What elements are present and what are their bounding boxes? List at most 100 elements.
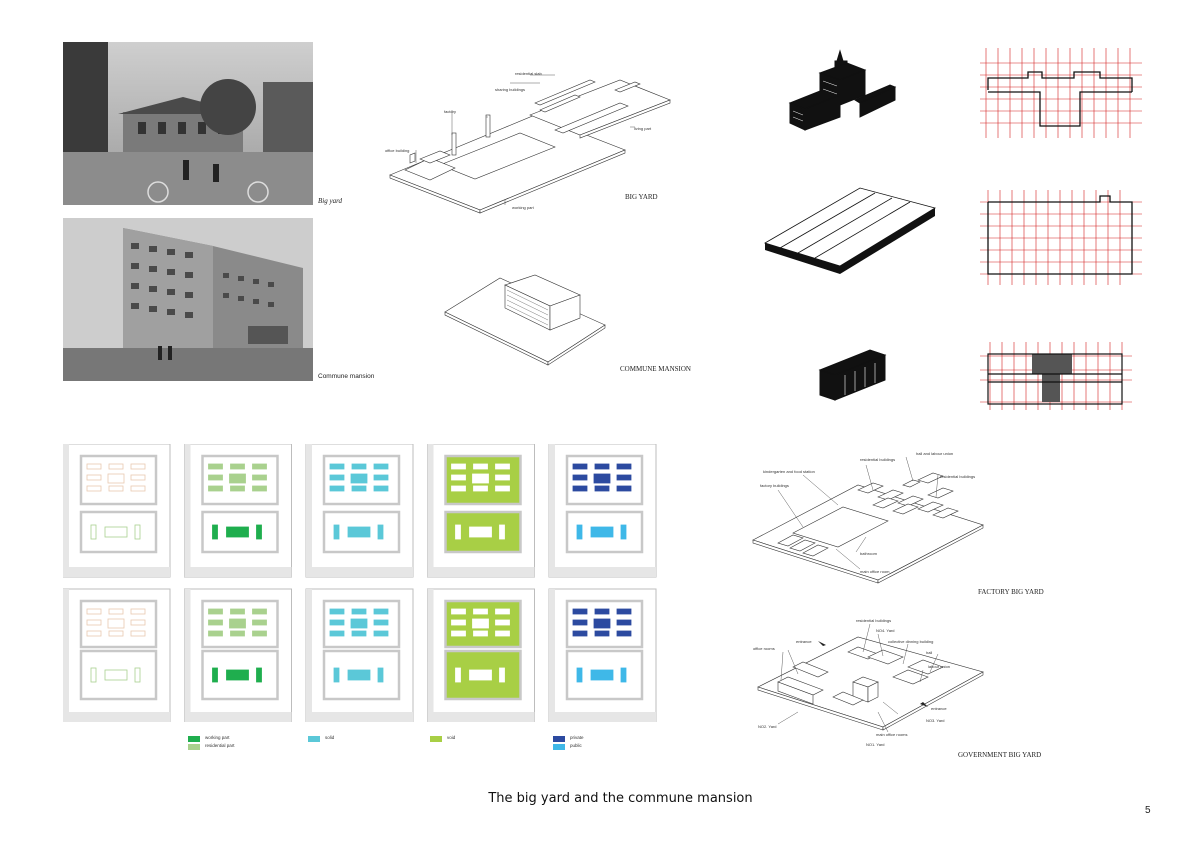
plan-block [208, 463, 223, 470]
plan-block [212, 667, 218, 683]
plan-block [616, 474, 632, 481]
plan-upper-yard [565, 454, 644, 506]
plan-block [86, 474, 102, 481]
plan-block [351, 630, 367, 637]
big-yard-axonometric: residential slab sharing buildings facto… [385, 71, 671, 214]
commune-mansion-title: COMMUNE MANSION [620, 365, 691, 373]
plan-block [593, 473, 611, 484]
plan-block [230, 608, 245, 615]
plan-road-horizontal [184, 712, 292, 722]
plan-block [107, 473, 125, 484]
legend-swatch-void [430, 736, 442, 742]
plan-road-vertical [63, 589, 69, 722]
plan-block [499, 667, 505, 683]
plan-lower-yard [201, 510, 279, 554]
label-office-building: office building [385, 148, 409, 153]
plan-block [594, 608, 610, 615]
plan-road-horizontal [427, 712, 535, 722]
legend-swatch-residential [188, 744, 200, 750]
plan-road-vertical [306, 589, 312, 722]
plan-road-vertical [427, 589, 434, 722]
plan-block [472, 618, 489, 629]
plan-block [130, 485, 146, 492]
plan-block [86, 463, 102, 470]
plan-block [616, 463, 632, 470]
plan-lower-yard [322, 649, 401, 701]
plan-block [616, 608, 632, 615]
plan-central-block [226, 669, 249, 681]
gov-label-no2-yard: NO2. Yard [758, 724, 777, 729]
plan-block [256, 667, 262, 683]
plan-block [373, 463, 389, 470]
plan-block [451, 608, 466, 615]
factory-label-main-office: main office room [860, 569, 890, 574]
plan-block [495, 630, 510, 637]
legend-swatch-private [553, 736, 565, 742]
plan-block [108, 608, 124, 615]
plan-block [451, 630, 466, 637]
plan-road-vertical [549, 589, 555, 722]
plan-block [593, 618, 611, 629]
plan-block [373, 608, 389, 615]
plan-block [229, 618, 246, 629]
plan-block [329, 619, 345, 626]
gov-label-main-office: main office rooms [876, 732, 908, 737]
plan-block [616, 485, 632, 492]
plan-block [86, 619, 102, 626]
plan-block [107, 618, 125, 629]
plan-block [451, 619, 466, 626]
plan-block [208, 619, 223, 626]
plan-block [252, 485, 267, 492]
plan-lower-yard [79, 649, 158, 701]
plan-road-vertical [63, 444, 69, 577]
plan-central-block [104, 526, 128, 538]
plan-block [134, 667, 141, 683]
factory-label-bathroom: bathroom [860, 551, 878, 556]
plan-road-horizontal [184, 567, 292, 577]
factory-big-yard-title: FACTORY BIG YARD [978, 588, 1044, 596]
plan-central-block [469, 669, 492, 681]
legend-swatch-solid [308, 736, 320, 742]
plan-block [350, 618, 368, 629]
plan-block [495, 485, 510, 492]
plan-block [229, 473, 246, 484]
plan-block [594, 630, 610, 637]
plan-block [594, 485, 610, 492]
gov-label-no3-yard: NO3. Yard [926, 718, 945, 723]
gov-label-labour-union: labour union [928, 664, 950, 669]
plan-upper-yard [322, 454, 401, 506]
plan-lower-yard [201, 649, 279, 701]
plan-road-vertical [427, 444, 434, 577]
plan-block [108, 463, 124, 470]
gov-label-no1-yard: NO1. Yard [866, 742, 885, 747]
plan-block [473, 485, 488, 492]
plan-block [108, 630, 124, 637]
plan-road-vertical [184, 589, 191, 722]
plan-upper-yard [201, 599, 279, 649]
plan-block [230, 463, 245, 470]
plan-block [351, 463, 367, 470]
government-big-yard-axonometric: residential buildings NO4. Yard entrance… [753, 618, 984, 747]
plan-road-horizontal [427, 567, 535, 577]
plan-lower-yard [79, 510, 158, 554]
plan-block [329, 630, 345, 637]
plan-central-block [347, 669, 371, 681]
plan-block [329, 485, 345, 492]
plan-block [373, 630, 389, 637]
plan-block [473, 608, 488, 615]
plan-block [373, 474, 389, 481]
plan-block [350, 473, 368, 484]
plan-central-block [347, 526, 371, 538]
plan-block [572, 630, 588, 637]
plan-block [130, 474, 146, 481]
plan-upper-yard [322, 599, 401, 649]
plan-block [130, 608, 146, 615]
plan-block [455, 524, 461, 540]
legend-label-residential: residential part [205, 743, 235, 748]
plan-block [230, 485, 245, 492]
plan-block [86, 608, 102, 615]
legend-label-public: public [570, 743, 582, 748]
plan-block [472, 473, 489, 484]
plan-block [499, 524, 505, 540]
plan-block [90, 524, 97, 540]
